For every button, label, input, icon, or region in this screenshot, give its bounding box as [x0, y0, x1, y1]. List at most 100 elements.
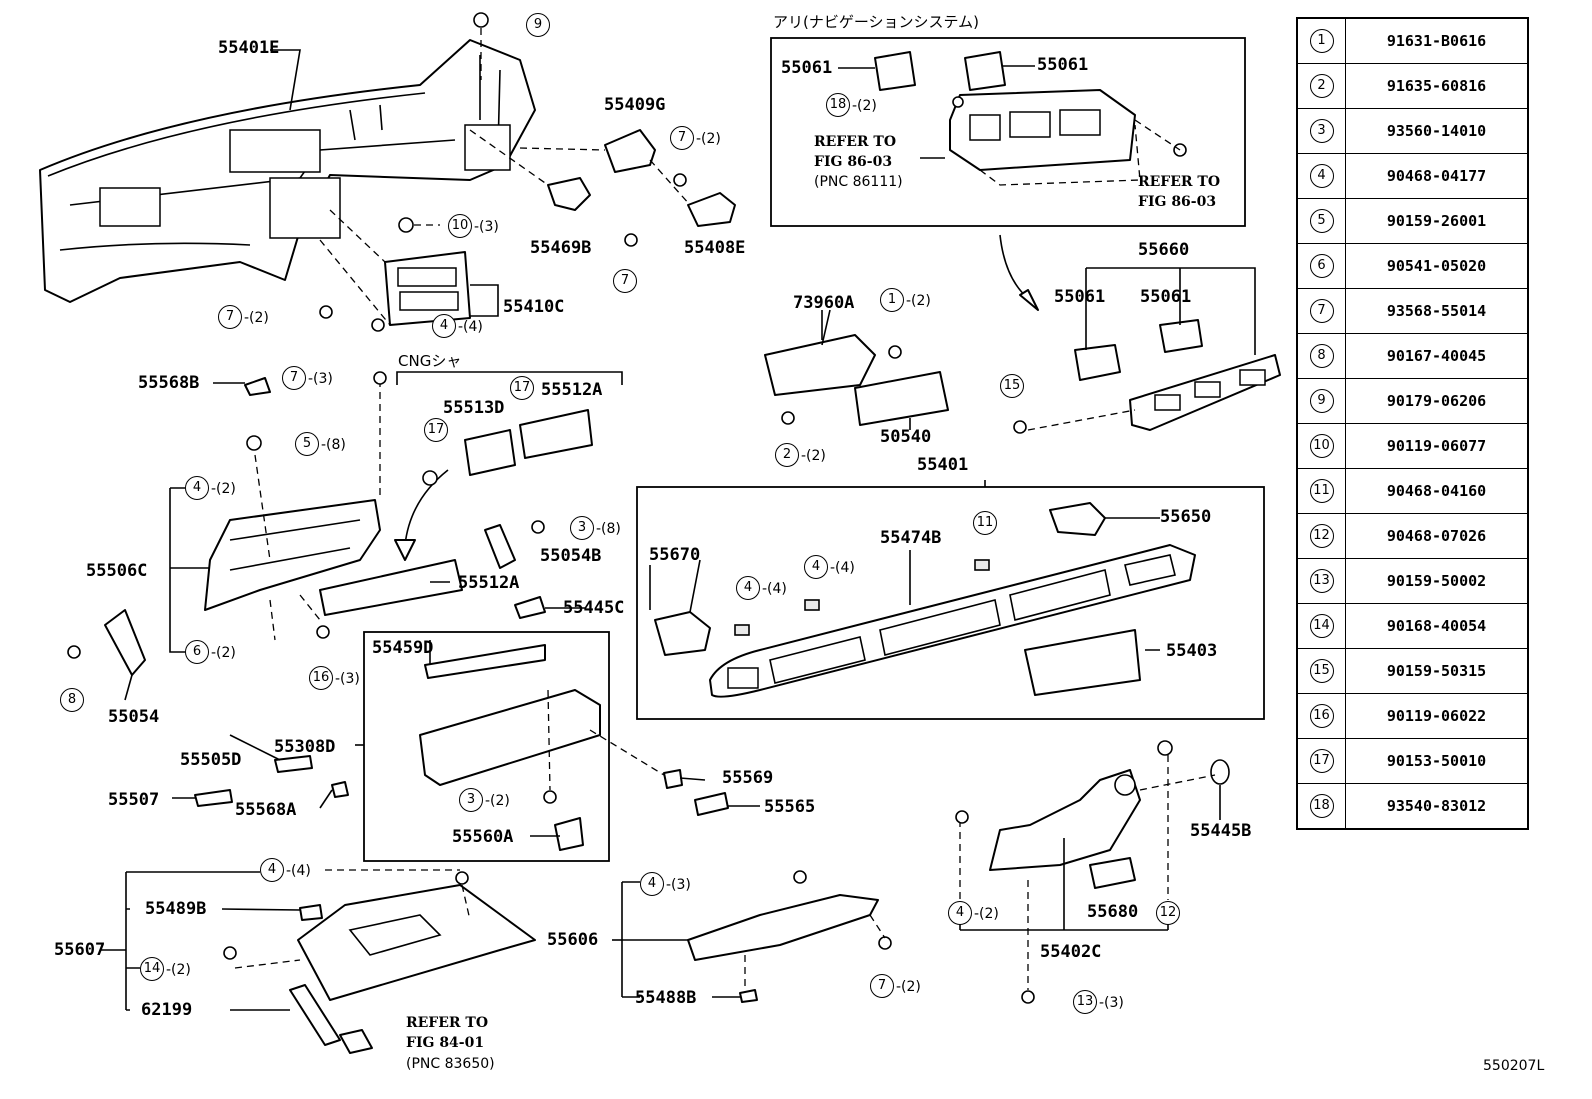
- label-55507: 55507: [108, 790, 160, 810]
- legend-index: 8: [1309, 344, 1334, 368]
- callout-1-qty: -(2): [906, 293, 931, 309]
- callout-15: 15: [1000, 374, 1024, 398]
- legend-part-number: 90119-06022: [1345, 693, 1529, 739]
- label-55054b: 55054B: [540, 546, 602, 566]
- callout-4-lower: 4: [260, 858, 284, 882]
- instrument-panel-drawing: [39, 39, 536, 303]
- part-55606-drawing: [687, 894, 879, 961]
- legend-part-number: 90179-06206: [1345, 378, 1529, 424]
- part-55488b-drawing: [739, 989, 758, 1003]
- label-50540: 50540: [880, 427, 932, 447]
- label-55061-navi-right: 55061: [1037, 55, 1089, 75]
- navi-ref-a-line2: FIG 86-03: [814, 154, 893, 170]
- legend-index-cell: 7: [1296, 288, 1346, 334]
- legend-part-number: 91631-B0616: [1345, 17, 1529, 64]
- legend-part-number: 90468-04177: [1345, 153, 1529, 199]
- legend-index-cell: 13: [1296, 558, 1346, 604]
- part-55308d-drawing: [419, 689, 601, 786]
- callout-7-rail-qty: -(2): [896, 979, 921, 995]
- label-55489b: 55489B: [145, 899, 207, 919]
- callout-4-finish-b: 4: [804, 555, 828, 579]
- callout-7-top-qty: -(2): [696, 131, 721, 147]
- callout-3-glove-qty: -(2): [485, 793, 510, 809]
- callout-16-qty: -(3): [335, 671, 360, 687]
- legend-index-cell: 11: [1296, 468, 1346, 514]
- legend-index-cell: 5: [1296, 198, 1346, 244]
- figure-code: 550207L: [1483, 1058, 1545, 1074]
- legend-index-cell: 18: [1296, 783, 1346, 830]
- callout-5-qty: -(8): [321, 437, 346, 453]
- part-55410c-drawing: [384, 251, 471, 326]
- callout-7-cng-qty: -(3): [308, 371, 333, 387]
- callout-12: 12: [1156, 901, 1180, 925]
- legend-index: 12: [1309, 524, 1334, 548]
- legend-index-cell: 6: [1296, 243, 1346, 289]
- part-55560a-drawing: [554, 817, 584, 851]
- callout-3-top-qty: -(8): [596, 521, 621, 537]
- legend-part-number: 90468-07026: [1345, 513, 1529, 559]
- label-55513d: 55513D: [443, 398, 505, 418]
- legend-index: 15: [1309, 659, 1334, 683]
- bottom-ref-line3: (PNC 83650): [406, 1056, 495, 1072]
- callout-8: 8: [60, 688, 84, 712]
- callout-18-qty: -(2): [852, 98, 877, 114]
- callout-6: 6: [185, 640, 209, 664]
- legend-part-number: 90541-05020: [1345, 243, 1529, 289]
- label-55401: 55401: [917, 455, 969, 475]
- callout-3-top: 3: [570, 516, 594, 540]
- part-55459d-drawing: [424, 644, 546, 679]
- legend-index: 3: [1309, 119, 1334, 143]
- legend-part-number: 90168-40054: [1345, 603, 1529, 649]
- part-62199-drawing: [289, 984, 341, 1046]
- label-55488b: 55488B: [635, 988, 697, 1008]
- navi-box-title: アリ(ナビゲーションシステム): [773, 13, 979, 31]
- label-55565: 55565: [764, 797, 816, 817]
- part-55054-drawing: [104, 609, 146, 676]
- label-55408e: 55408E: [684, 238, 746, 258]
- callout-6-qty: -(2): [211, 645, 236, 661]
- label-55569: 55569: [722, 768, 774, 788]
- callout-7-left-qty: -(2): [244, 310, 269, 326]
- label-55660: 55660: [1138, 240, 1190, 260]
- label-55403: 55403: [1166, 641, 1218, 661]
- label-55512a-top: 55512A: [541, 380, 603, 400]
- callout-4-bezel-qty: -(4): [458, 319, 483, 335]
- label-55505d: 55505D: [180, 750, 242, 770]
- part-50540-drawing: [854, 371, 949, 426]
- label-55506c: 55506C: [86, 561, 148, 581]
- legend-index: 17: [1309, 749, 1334, 773]
- legend-index: 7: [1309, 299, 1334, 323]
- callout-4-finish-b-qty: -(4): [830, 560, 855, 576]
- callout-16: 16: [309, 666, 333, 690]
- part-55513d-drawing: [464, 429, 516, 476]
- part-55409g-drawing: [604, 129, 656, 173]
- callout-4-finish-a-qty: -(4): [762, 581, 787, 597]
- bottom-ref-line1: REFER TO: [406, 1015, 489, 1031]
- legend-index-cell: 10: [1296, 423, 1346, 469]
- callout-2: 2: [775, 443, 799, 467]
- callout-4-lower-qty: -(4): [286, 863, 311, 879]
- callout-3-glove: 3: [459, 788, 483, 812]
- navi-ref-b-line2: FIG 86-03: [1138, 194, 1217, 210]
- part-55565-drawing: [694, 792, 729, 816]
- label-55568a: 55568A: [235, 800, 297, 820]
- navi-box-frame: [770, 37, 1246, 227]
- legend-index-cell: 16: [1296, 693, 1346, 739]
- callout-7-rail: 7: [870, 974, 894, 998]
- label-55606: 55606: [547, 930, 599, 950]
- legend-part-number: 93560-14010: [1345, 108, 1529, 154]
- legend-index: 14: [1309, 614, 1334, 638]
- label-55410c: 55410C: [503, 297, 565, 317]
- label-55680: 55680: [1087, 902, 1139, 922]
- label-55061-navi-left: 55061: [781, 58, 833, 78]
- part-55474b-drawing: [709, 544, 1196, 698]
- legend-row: 3 93560-14010: [1296, 108, 1529, 154]
- callout-7-mid: 7: [613, 269, 637, 293]
- callout-10-qty: -(3): [474, 219, 499, 235]
